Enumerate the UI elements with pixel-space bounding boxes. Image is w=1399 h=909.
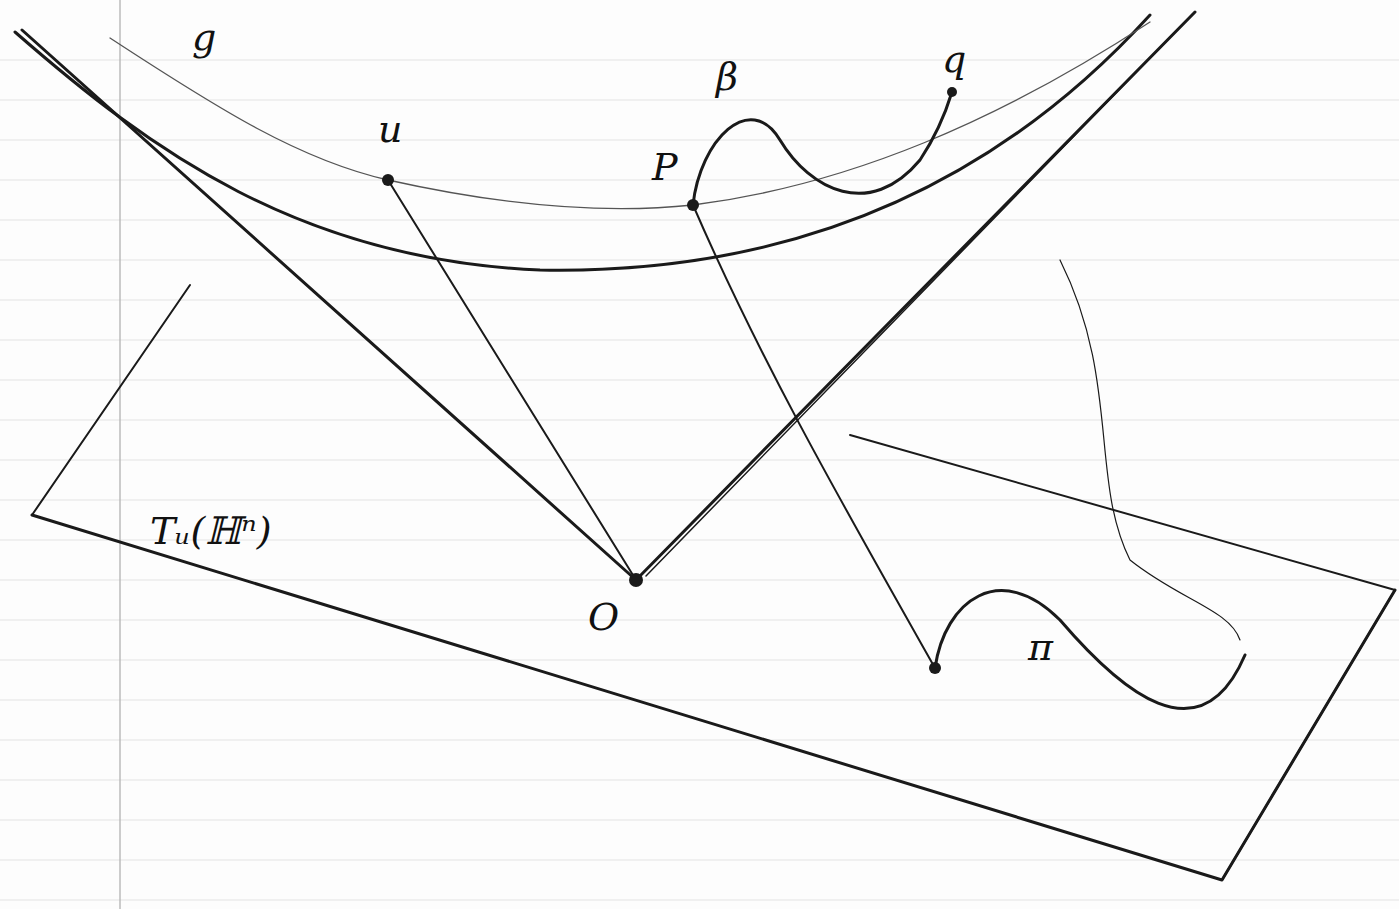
origin-label: O: [588, 598, 619, 636]
curve-label: π: [1028, 628, 1053, 666]
plane-label: Tᵤ(ℍⁿ): [150, 512, 271, 550]
point-label: q: [942, 40, 966, 78]
curve-label: β: [716, 58, 738, 96]
curve-label: g: [192, 18, 216, 56]
point-label: P: [652, 148, 678, 186]
point-label: u: [378, 110, 402, 148]
